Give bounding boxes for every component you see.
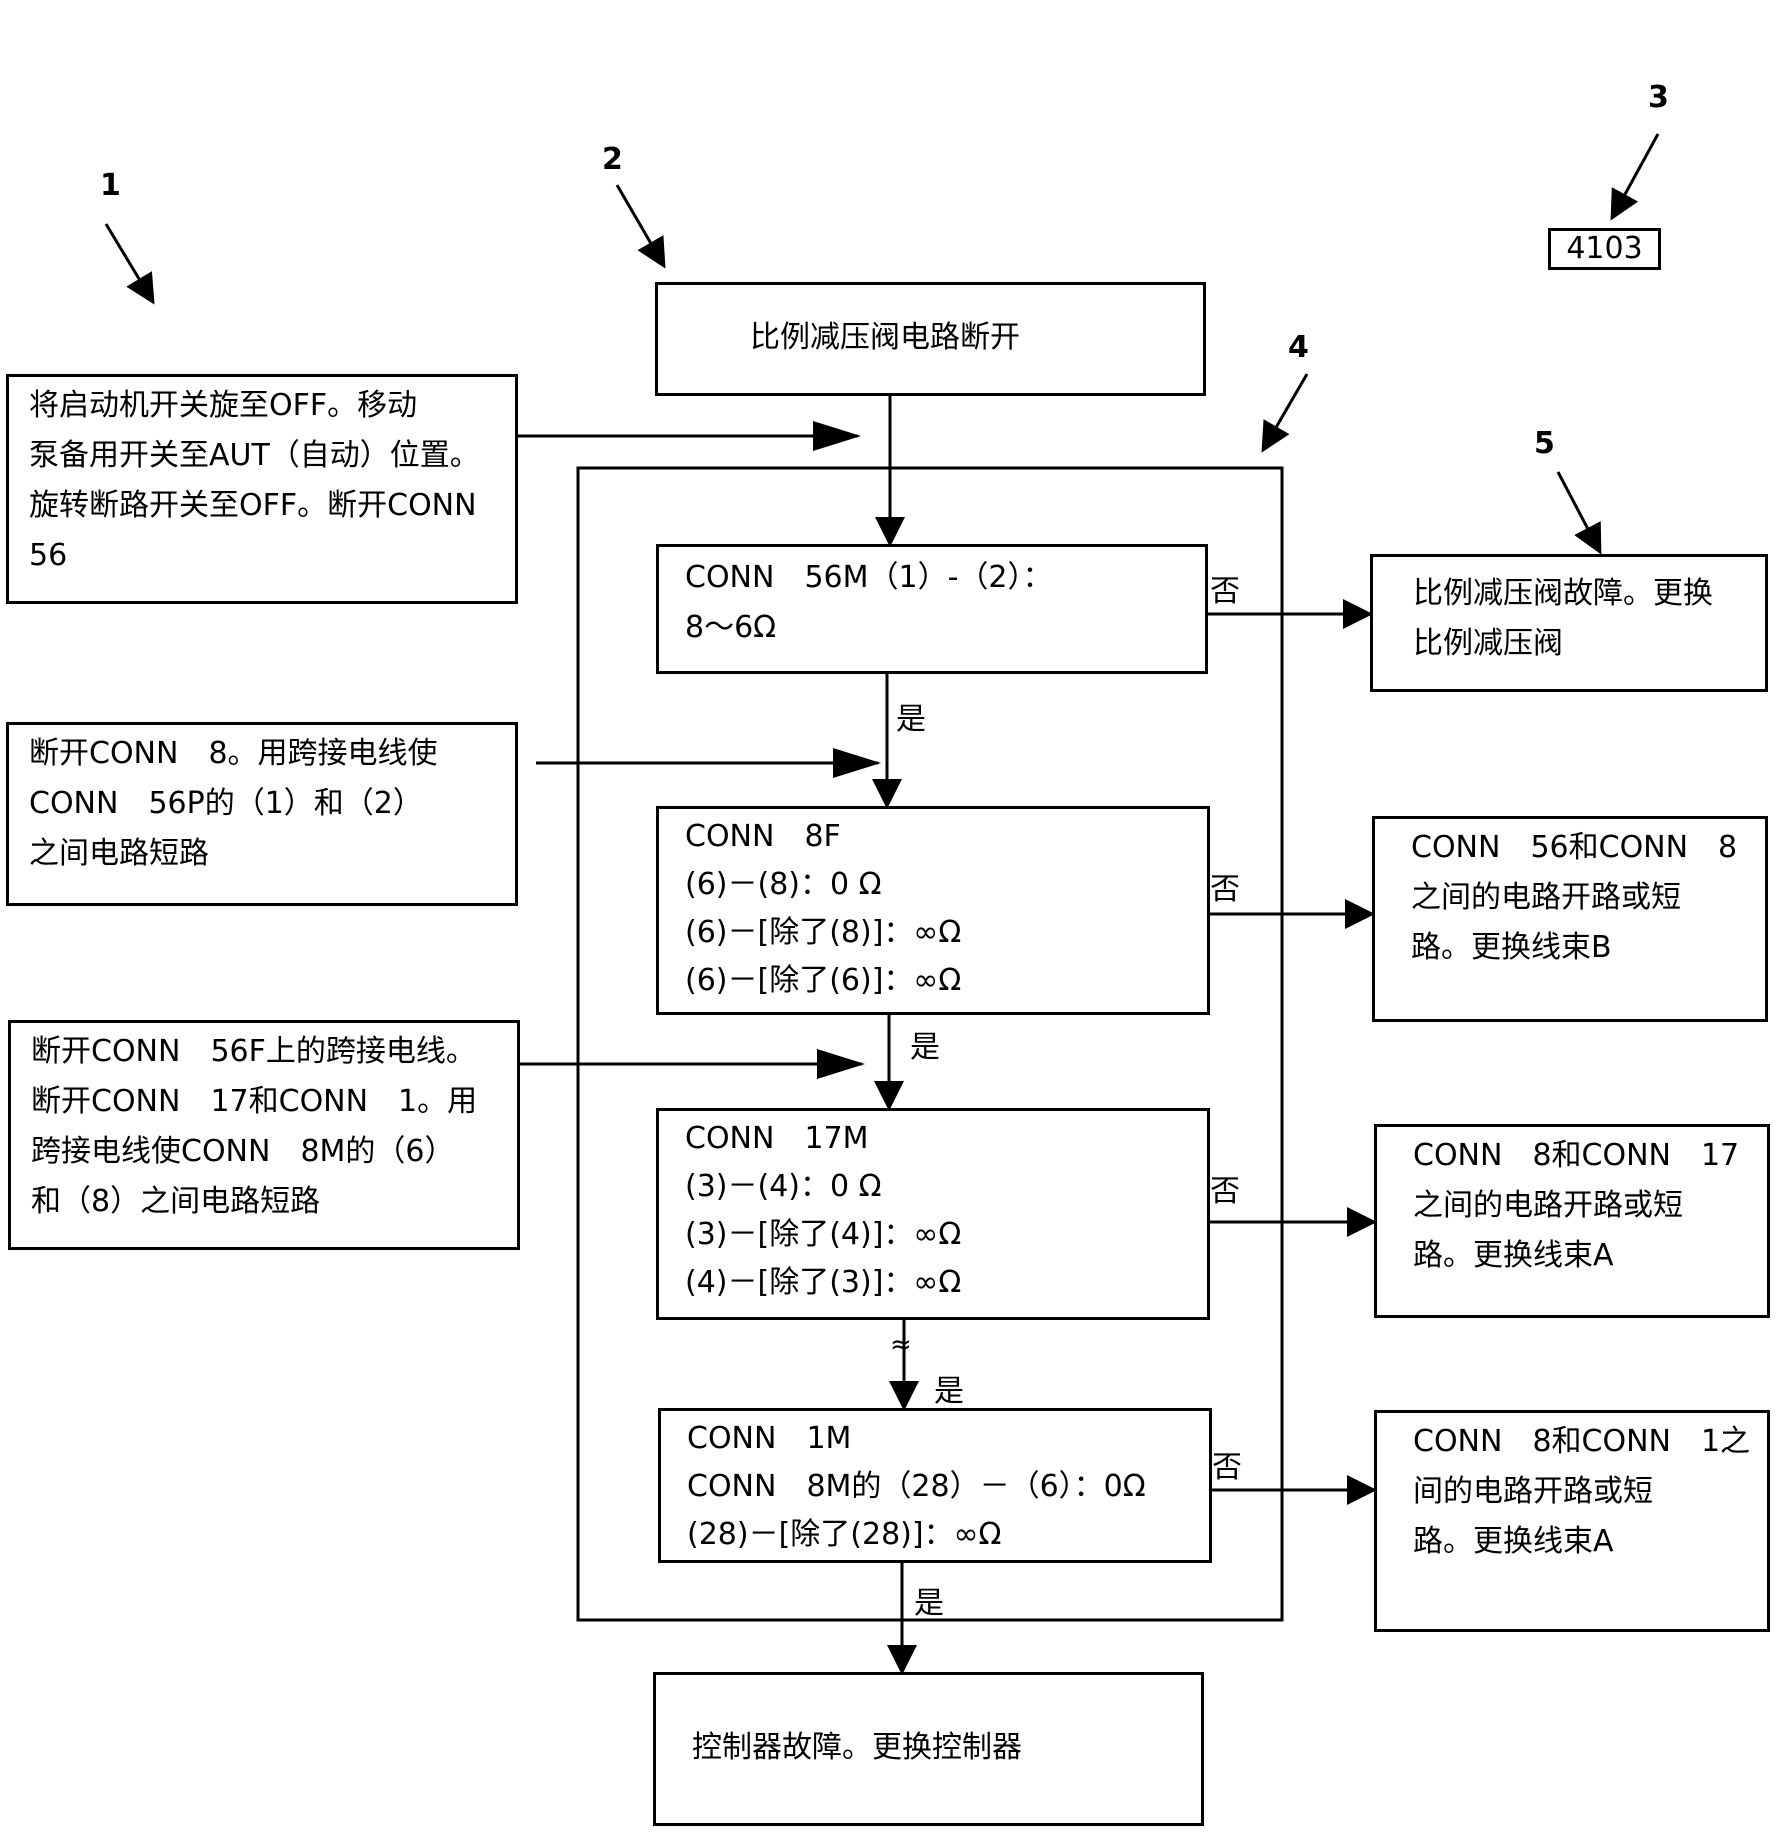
yes-label-1: 是 bbox=[896, 702, 926, 737]
check-3-line: (3)－(4)：0 Ω bbox=[685, 1169, 882, 1204]
end-line: 控制器故障。更换控制器 bbox=[692, 1730, 1022, 1765]
check-2-line: CONN 8F bbox=[685, 819, 841, 854]
check-box-1: CONN 56M（1）-（2）： 8～6Ω bbox=[656, 544, 1208, 674]
no-label-1: 否 bbox=[1210, 574, 1240, 609]
instruction-1-line: 旋转断路开关至OFF。断开CONN bbox=[29, 488, 477, 523]
instruction-box-2: 断开CONN 8。用跨接电线使 CONN 56P的（1）和（2） 之间电路短路 bbox=[6, 722, 518, 906]
check-1-line: CONN 56M（1）-（2）： bbox=[685, 560, 1053, 595]
result-box-4: CONN 8和CONN 1之 间的电路开路或短 路。更换线束A bbox=[1374, 1410, 1770, 1632]
result-4-line: 间的电路开路或短 bbox=[1413, 1474, 1653, 1509]
check-box-2: CONN 8F (6)－(8)：0 Ω (6)－[除了(8)]：∞Ω (6)－[… bbox=[656, 806, 1210, 1015]
start-box: 比例减压阀电路断开 bbox=[655, 282, 1206, 396]
instruction-3-line: 跨接电线使CONN 8M的（6） bbox=[31, 1134, 455, 1169]
result-1-line: 比例减压阀故障。更换 bbox=[1413, 576, 1713, 611]
callout-number-4: 4 bbox=[1288, 330, 1309, 365]
no-label-4: 否 bbox=[1212, 1450, 1242, 1485]
result-2-line: 之间的电路开路或短 bbox=[1411, 880, 1681, 915]
yes-label-2: 是 bbox=[910, 1030, 940, 1065]
result-1-line: 比例减压阀 bbox=[1413, 626, 1563, 661]
instruction-box-3: 断开CONN 56F上的跨接电线。 断开CONN 17和CONN 1。用 跨接电… bbox=[8, 1020, 520, 1250]
callout-number-2: 2 bbox=[602, 142, 623, 177]
check-sequence-frame bbox=[576, 466, 1284, 1622]
check-3-line: (3)－[除了(4)]：∞Ω bbox=[685, 1217, 962, 1252]
result-3-line: 之间的电路开路或短 bbox=[1413, 1188, 1683, 1223]
check-2-line: (6)－[除了(6)]：∞Ω bbox=[685, 963, 962, 998]
callout-arrow-1 bbox=[104, 223, 155, 305]
callout-number-5: 5 bbox=[1534, 426, 1555, 461]
callout-arrow-2 bbox=[615, 184, 666, 269]
result-2-line: CONN 56和CONN 8 bbox=[1411, 830, 1738, 865]
instruction-1-line: 将启动机开关旋至OFF。移动 bbox=[29, 388, 418, 423]
instruction-3-line: 断开CONN 56F上的跨接电线。 bbox=[31, 1034, 476, 1069]
check-4-line: (28)－[除了(28)]：∞Ω bbox=[687, 1517, 1002, 1552]
instruction-2-line: 断开CONN 8。用跨接电线使 bbox=[29, 736, 438, 771]
check-4-line: CONN 8M的（28）－（6）：0Ω bbox=[687, 1469, 1146, 1504]
instruction-3-line: 断开CONN 17和CONN 1。用 bbox=[31, 1084, 478, 1119]
check-box-3: CONN 17M (3)－(4)：0 Ω (3)－[除了(4)]：∞Ω (4)－… bbox=[656, 1108, 1210, 1320]
check-2-line: (6)－(8)：0 Ω bbox=[685, 867, 882, 902]
result-box-3: CONN 8和CONN 17 之间的电路开路或短 路。更换线束A bbox=[1374, 1124, 1770, 1318]
callout-arrow-4 bbox=[1261, 373, 1309, 453]
end-box: 控制器故障。更换控制器 bbox=[653, 1672, 1204, 1826]
check-1-line: 8～6Ω bbox=[685, 610, 777, 645]
callout-number-1: 1 bbox=[100, 168, 121, 203]
yes-label-4: 是 bbox=[914, 1586, 944, 1621]
figure-code: 4103 bbox=[1548, 228, 1661, 270]
callout-arrow-5 bbox=[1556, 471, 1602, 555]
check-2-line: (6)－[除了(8)]：∞Ω bbox=[685, 915, 962, 950]
instruction-2-line: 之间电路短路 bbox=[29, 836, 209, 871]
instruction-2-line: CONN 56P的（1）和（2） bbox=[29, 786, 423, 821]
instruction-box-1: 将启动机开关旋至OFF。移动 泵备用开关至AUT（自动）位置。 旋转断路开关至O… bbox=[6, 374, 518, 604]
check-3-line: CONN 17M bbox=[685, 1121, 869, 1156]
result-box-1: 比例减压阀故障。更换 比例减压阀 bbox=[1370, 554, 1768, 692]
instruction-3-line: 和（8）之间电路短路 bbox=[31, 1184, 321, 1219]
result-4-line: 路。更换线束A bbox=[1413, 1524, 1614, 1559]
break-mark: ≈ bbox=[890, 1330, 912, 1360]
check-3-line: (4)－[除了(3)]：∞Ω bbox=[685, 1265, 962, 1300]
callout-number-3: 3 bbox=[1648, 80, 1669, 115]
instruction-1-line: 56 bbox=[29, 538, 68, 573]
result-3-line: 路。更换线束A bbox=[1413, 1238, 1614, 1273]
callout-arrow-3 bbox=[1610, 133, 1660, 221]
start-line: 比例减压阀电路断开 bbox=[750, 320, 1020, 355]
check-box-4: CONN 1M CONN 8M的（28）－（6）：0Ω (28)－[除了(28)… bbox=[658, 1408, 1212, 1563]
no-label-2: 否 bbox=[1210, 872, 1240, 907]
result-2-line: 路。更换线束B bbox=[1411, 930, 1612, 965]
yes-label-3: 是 bbox=[934, 1374, 964, 1409]
instruction-1-line: 泵备用开关至AUT（自动）位置。 bbox=[29, 438, 480, 473]
result-3-line: CONN 8和CONN 17 bbox=[1413, 1138, 1740, 1173]
no-label-3: 否 bbox=[1210, 1174, 1240, 1209]
check-4-line: CONN 1M bbox=[687, 1421, 852, 1456]
result-box-2: CONN 56和CONN 8 之间的电路开路或短 路。更换线束B bbox=[1372, 816, 1768, 1022]
result-4-line: CONN 8和CONN 1之 bbox=[1413, 1424, 1751, 1459]
